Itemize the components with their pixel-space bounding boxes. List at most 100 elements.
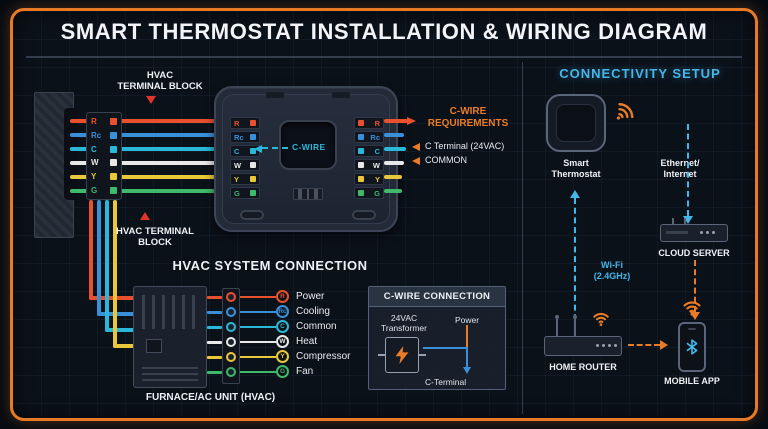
server-led — [706, 231, 709, 234]
terminal-letter: G — [234, 188, 240, 198]
router-led — [602, 344, 605, 347]
terminal-pad — [110, 173, 117, 181]
thermostat-backplate: R Rc C W Y G R Rc C W Y G — [214, 86, 398, 232]
thermostat-terminal-left: W — [230, 159, 260, 171]
legend-line — [240, 371, 276, 373]
thermostat-terminal-left: C — [230, 145, 260, 157]
terminal-letter: W — [91, 158, 99, 168]
legend-label: Heat — [296, 336, 318, 347]
c-wire-label: C-WIRE — [292, 142, 326, 152]
wire-c-drop — [105, 200, 109, 332]
power-label: Power — [455, 315, 480, 325]
router-antenna-tip — [555, 315, 559, 319]
wire-g — [120, 189, 230, 193]
router-led — [614, 344, 617, 347]
wire-rc-drop — [97, 200, 101, 316]
mount-notch — [266, 92, 284, 98]
thermostat-terminal-right: Rc — [354, 131, 384, 143]
terminal-letter: Y — [234, 174, 240, 184]
terminal-letter: Rc — [370, 132, 380, 142]
wire-y — [70, 175, 88, 179]
bluetooth-icon — [686, 339, 698, 355]
legend-badge: W — [276, 335, 289, 348]
terminal-screw — [226, 352, 236, 362]
home-router-device — [544, 336, 622, 356]
wire-r-drop — [89, 200, 93, 300]
wifi-icon — [592, 310, 610, 333]
terminal-letter: Y — [374, 174, 380, 184]
router-antenna-tip — [573, 315, 577, 319]
terminal-pad — [358, 162, 364, 168]
wire-r-out — [384, 119, 408, 123]
legend-badge: Rc — [276, 305, 289, 318]
terminal-letter: Rc — [234, 132, 244, 142]
wire-w-out — [384, 161, 404, 165]
c-terminal-label: C-Terminal — [425, 377, 467, 387]
label-line: HVAC — [146, 70, 174, 81]
arrow-left-icon — [412, 143, 420, 151]
smart-thermostat-label: Smart Thermostat — [540, 158, 612, 180]
terminal-letter: W — [372, 160, 380, 170]
wire-w — [70, 161, 88, 165]
terminal-row: C — [91, 142, 117, 156]
wire-rc-out — [384, 133, 404, 137]
wifi-icon — [682, 298, 702, 323]
transformer-lead — [378, 354, 385, 356]
thermostat-terminal-right: G — [354, 187, 384, 199]
cloud-server-device — [660, 224, 728, 242]
legend-badge: C — [276, 320, 289, 333]
label-line: Smart — [563, 158, 589, 168]
thermostat-terminal-left: G — [230, 187, 260, 199]
power-wire — [466, 325, 468, 349]
wire-rc — [70, 133, 88, 137]
arrow-right-icon — [660, 340, 668, 350]
section-divider — [522, 62, 523, 414]
hvac-terminal-block-bottom-label: HVAC TERMINAL BLOCK — [100, 226, 210, 248]
wire-c-out — [384, 147, 406, 151]
thermostat-terminal-left: Y — [230, 173, 260, 185]
furnace-wire-y — [207, 356, 222, 359]
terminal-pad — [250, 148, 256, 154]
label-line: C-WIRE — [449, 106, 487, 117]
server-antenna — [684, 218, 686, 224]
furnace-wire-rc — [207, 311, 222, 314]
legend-line — [240, 341, 276, 343]
thermostat-screen — [556, 104, 596, 142]
furnace-panel — [146, 339, 162, 353]
wire-rc-run — [97, 312, 137, 316]
legend-badge: Y — [276, 350, 289, 363]
label-line: (2.4GHz) — [593, 271, 631, 281]
terminal-letter: R — [91, 117, 97, 127]
terminal-pad — [250, 120, 256, 126]
label-line: REQUIREMENTS — [427, 118, 509, 129]
label-line: Internet — [663, 169, 697, 179]
terminal-pad — [110, 159, 117, 167]
terminal-letter: Rc — [91, 131, 102, 140]
furnace-wire-r — [207, 296, 222, 299]
wire-c — [120, 147, 230, 151]
terminal-pad — [110, 118, 117, 126]
server-led — [712, 231, 715, 234]
legend-line — [240, 311, 276, 313]
terminal-row: Rc — [91, 129, 117, 143]
wire-r — [120, 119, 230, 123]
arrow-down-icon — [146, 96, 156, 104]
wifi-icon — [603, 96, 640, 133]
screw-slot — [240, 210, 264, 220]
arrow-up-icon — [140, 212, 150, 220]
wire-y-run — [113, 344, 137, 348]
cloud-app-link-line — [694, 260, 696, 312]
thermostat-terminal-left: Rc — [230, 131, 260, 143]
thermostat-terminal-right: Y — [354, 173, 384, 185]
label-line: HVAC TERMINAL — [116, 226, 194, 237]
cloud-server-label: CLOUD SERVER — [658, 248, 730, 258]
legend-label: Cooling — [296, 306, 330, 317]
transformer-label: 24VAC Transformer — [377, 313, 431, 333]
furnace-caption: FURNACE/AC UNIT (HVAC) — [145, 392, 276, 403]
wire-w — [120, 161, 230, 165]
terminal-letter: Y — [91, 172, 97, 182]
label-line: TERMINAL BLOCK — [117, 81, 203, 92]
terminal-pad — [358, 190, 364, 196]
legend-line — [240, 356, 276, 358]
